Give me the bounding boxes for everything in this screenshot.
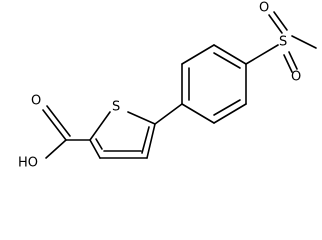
bond-b5-b6 [213, 103, 247, 124]
bond-c-o-double-a [42, 109, 67, 141]
atom-label-carboxyl-o: O [31, 94, 41, 109]
bond-c3-c2-inner [95, 138, 103, 150]
bond-b6-b1 [181, 103, 215, 124]
bond-c-o-double-b [46, 105, 71, 137]
bond-c5-c4-inner [141, 126, 150, 154]
bond-s-o-top-b [273, 11, 288, 31]
bond-c3-c2 [89, 139, 101, 159]
thiophene-ring [89, 111, 156, 159]
atom-label-carboxyl-oh: HO [18, 156, 38, 171]
atom-label-thiophene-s: S [112, 100, 120, 115]
bond-s-o-bottom-a [283, 54, 293, 73]
benzene-ring [181, 44, 247, 124]
bond-b2-b3 [181, 44, 215, 65]
bond-s1-c5 [127, 111, 156, 125]
carboxyl-group [42, 105, 91, 159]
bond-b3-b4 [213, 44, 247, 65]
bond-s-o-top-a [268, 14, 283, 34]
bond-sulfur-methyl [291, 35, 317, 49]
bond-thiophene-benzene [154, 103, 183, 125]
bond-b5-b6-inner [213, 99, 241, 116]
structural-formula: S O O S O HO [18, 1, 317, 171]
bond-c-oh [45, 139, 67, 159]
bond-b3-b4-inner [213, 52, 241, 69]
atom-label-sulfonyl-o-top: O [259, 1, 269, 16]
bond-s-o-bottom-b [288, 51, 298, 70]
bond-benzene-sulfur [245, 44, 279, 65]
atom-label-sulfonyl-s: S [279, 35, 287, 50]
bond-c5-c4 [146, 123, 156, 159]
methylsulfonyl-group [245, 11, 317, 73]
bond-c2-s1 [89, 111, 111, 141]
atom-label-sulfonyl-o-bottom: O [291, 70, 301, 85]
